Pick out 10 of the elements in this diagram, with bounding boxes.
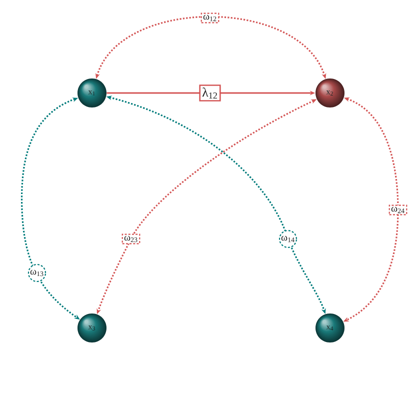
edge-label: ω$_{23}$ bbox=[122, 234, 140, 244]
edge-label: ω$_{13}$ bbox=[28, 264, 46, 282]
edge-label: ω$_{12}$ bbox=[200, 12, 220, 24]
node-label: x$_{2}$ bbox=[326, 90, 333, 96]
edge-label: λ$_{12}$ bbox=[199, 84, 221, 102]
edge-label: ω$_{14}$ bbox=[278, 230, 298, 248]
node-label: x$_{1}$ bbox=[88, 90, 95, 96]
node-label: x$_{3}$ bbox=[88, 326, 96, 330]
node-label: x$_{4}$ bbox=[326, 326, 334, 330]
edge-label: ω$_{24}$ bbox=[388, 204, 408, 216]
